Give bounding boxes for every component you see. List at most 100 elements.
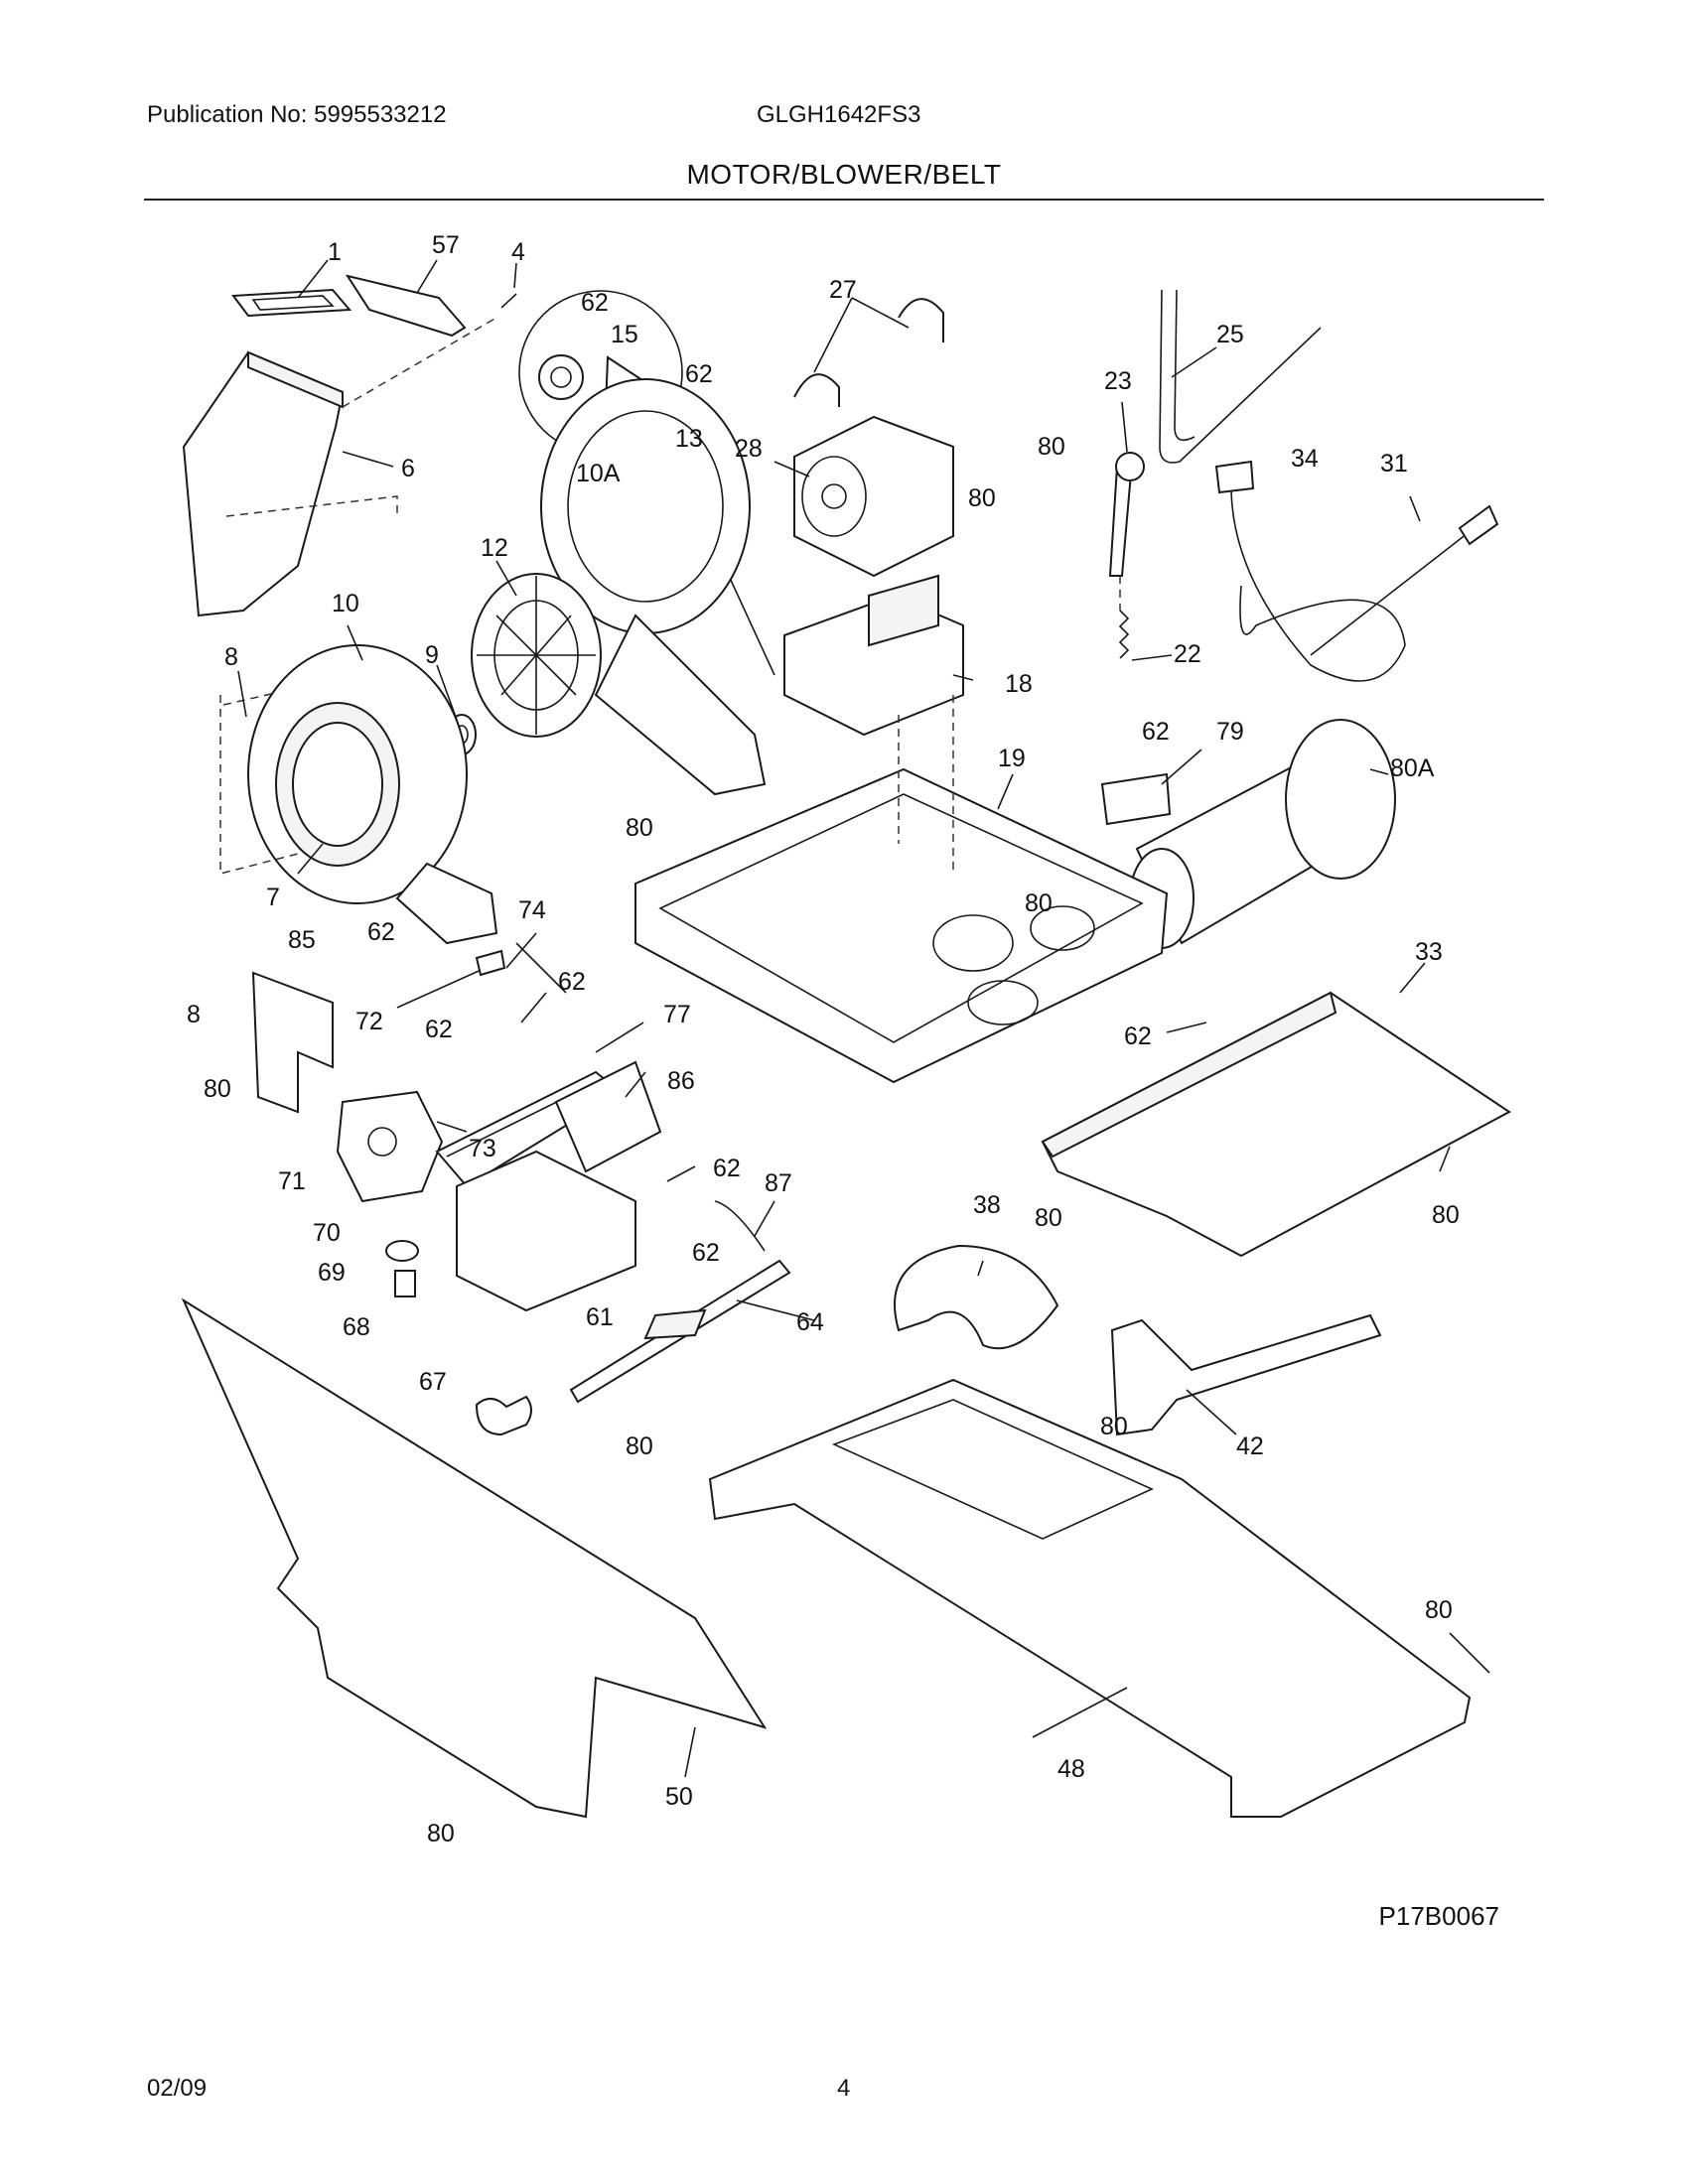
callout-62: 62	[692, 1239, 720, 1267]
callout-62: 62	[713, 1155, 741, 1182]
callout-80: 80	[1035, 1204, 1062, 1232]
callout-80a: 80A	[1390, 754, 1435, 782]
callout-28: 28	[735, 435, 763, 463]
callout-19: 19	[998, 745, 1026, 772]
part-74-igniter	[396, 949, 506, 1009]
part-64-gas-line	[569, 1259, 791, 1404]
callout-64: 64	[796, 1308, 824, 1336]
part-4-screw	[500, 293, 517, 309]
callout-57: 57	[432, 231, 460, 259]
part-67-elbow-fitting	[475, 1395, 532, 1436]
callout-38: 38	[973, 1191, 1001, 1219]
callout-80: 80	[1038, 433, 1065, 461]
part-86-bracket	[554, 1060, 662, 1173]
callout-77: 77	[663, 1001, 691, 1028]
callout-12: 12	[481, 534, 508, 562]
callout-74: 74	[518, 896, 546, 924]
header-rule	[144, 199, 1544, 201]
callout-80: 80	[626, 814, 653, 842]
part-87-wire	[714, 1200, 766, 1252]
callout-80: 80	[204, 1075, 231, 1103]
callout-70: 70	[313, 1219, 341, 1247]
callout-34: 34	[1291, 445, 1319, 473]
callout-1: 1	[328, 238, 342, 266]
callout-25: 25	[1216, 321, 1244, 348]
part-1-seal	[231, 288, 352, 318]
part-42-bracket	[1110, 1313, 1382, 1436]
callout-15: 15	[611, 321, 638, 348]
callout-22: 22	[1174, 640, 1201, 668]
callout-23: 23	[1104, 367, 1132, 395]
callout-73: 73	[469, 1135, 496, 1162]
callout-80: 80	[626, 1433, 653, 1460]
callout-18: 18	[1005, 670, 1033, 698]
callout-6: 6	[401, 455, 415, 482]
part-18-motor-mount	[783, 574, 964, 737]
callout-80: 80	[1025, 889, 1053, 917]
callout-42: 42	[1236, 1433, 1264, 1460]
part-12-blower-wheel	[471, 573, 602, 738]
part-6-duct	[182, 350, 345, 617]
callout-80: 80	[427, 1820, 455, 1847]
callout-4: 4	[511, 238, 525, 266]
part-25-belt	[1159, 289, 1322, 464]
part-28-motor	[793, 415, 954, 578]
callout-62: 62	[425, 1016, 453, 1043]
callout-62: 62	[685, 360, 713, 388]
callout-31: 31	[1380, 450, 1408, 478]
callout-87: 87	[765, 1169, 792, 1197]
footer-date: 02/09	[147, 2075, 208, 2102]
callout-leaders	[237, 259, 1490, 1778]
callout-62: 62	[1142, 718, 1170, 746]
part-85-shield	[251, 971, 334, 1114]
model-number: GLGH1642FS3	[757, 101, 921, 128]
callout-9: 9	[425, 641, 439, 669]
part-33-duct	[1041, 991, 1511, 1258]
part-38-elbow	[894, 1244, 1059, 1350]
callout-61: 61	[586, 1303, 614, 1331]
part-50-panel	[181, 1297, 768, 1819]
part-27-motor-clips	[793, 298, 944, 407]
section-title: MOTOR/BLOWER/BELT	[686, 159, 1002, 190]
callout-80: 80	[968, 484, 996, 512]
callout-79: 79	[1216, 718, 1244, 746]
callout-labels: 1 57 4 62 15 62 13 6 10A 12 10 9 8 7 80 …	[187, 231, 1460, 1847]
callout-8: 8	[187, 1001, 201, 1028]
callout-62: 62	[367, 918, 395, 946]
callout-80: 80	[1432, 1201, 1460, 1229]
callout-62: 62	[581, 289, 609, 317]
callout-33: 33	[1415, 938, 1443, 966]
callout-80: 80	[1425, 1596, 1453, 1624]
part-72-gas-valve	[336, 1090, 444, 1203]
callout-85: 85	[288, 926, 316, 954]
part-10a-blower-housing	[540, 378, 767, 796]
part-19-base	[634, 767, 1169, 1084]
callout-50: 50	[665, 1783, 693, 1811]
callout-10a: 10A	[576, 460, 621, 487]
part-57-bracket	[345, 274, 467, 338]
part-48-base-plate	[708, 1378, 1472, 1818]
part-31-power-cord	[1214, 460, 1499, 682]
callout-8: 8	[224, 643, 238, 671]
callout-80: 80	[1100, 1413, 1128, 1440]
part-68-69-fittings	[385, 1240, 419, 1297]
part-10-blower-cover	[247, 644, 498, 945]
part-79-bracket	[1100, 772, 1172, 826]
callout-7: 7	[266, 884, 280, 911]
part-61-burner-bracket	[456, 1150, 636, 1312]
diagram-code: P17B0067	[1378, 1901, 1499, 1931]
callout-86: 86	[667, 1067, 695, 1095]
part-22-spring	[1118, 576, 1130, 659]
callout-69: 69	[318, 1259, 346, 1287]
page-number: 4	[837, 2075, 851, 2102]
callout-72: 72	[355, 1008, 383, 1035]
callout-62: 62	[558, 968, 586, 996]
part-23-idler-arm	[1108, 452, 1145, 577]
callout-71: 71	[278, 1167, 306, 1195]
part-80a-motor-housing	[1129, 719, 1396, 949]
callout-62: 62	[1124, 1023, 1152, 1050]
publication-number: Publication No: 5995533212	[147, 101, 447, 128]
callout-27: 27	[829, 276, 857, 304]
callout-68: 68	[343, 1313, 370, 1341]
